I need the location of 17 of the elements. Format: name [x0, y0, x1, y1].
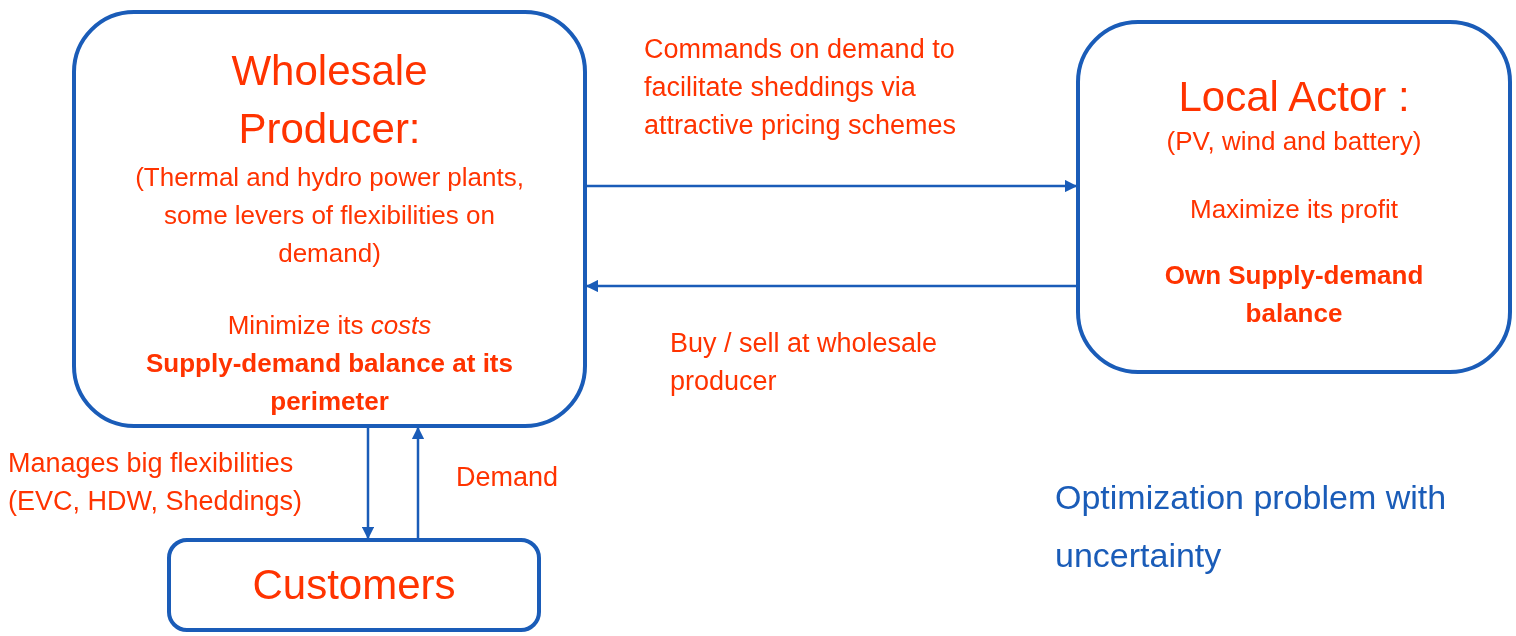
- box-text: Own Supply-demand balance: [1163, 259, 1425, 330]
- rounded-box: [72, 10, 587, 428]
- arrow: [585, 279, 1076, 293]
- box-text: Maximize its profit: [1189, 193, 1398, 226]
- rounded-box: [167, 538, 541, 632]
- arrow: [587, 179, 1078, 193]
- note-text: Optimization problem with uncertainty: [1055, 477, 1448, 576]
- box-title: Wholesale Producer:: [230, 46, 429, 154]
- box-text: Minimize its costs: [227, 309, 432, 342]
- box-title: Local Actor :: [1178, 72, 1410, 122]
- box-text: (Thermal and hydro power plants, some levers of flexibilities on demand): [134, 161, 525, 270]
- box-text: (PV, wind and battery): [1166, 125, 1422, 158]
- box-text: Supply-demand balance at its perimeter: [145, 347, 514, 418]
- box-title: Customers: [252, 560, 456, 610]
- arrow: [411, 426, 425, 538]
- rounded-box: [1076, 20, 1512, 374]
- arrow: [361, 428, 375, 540]
